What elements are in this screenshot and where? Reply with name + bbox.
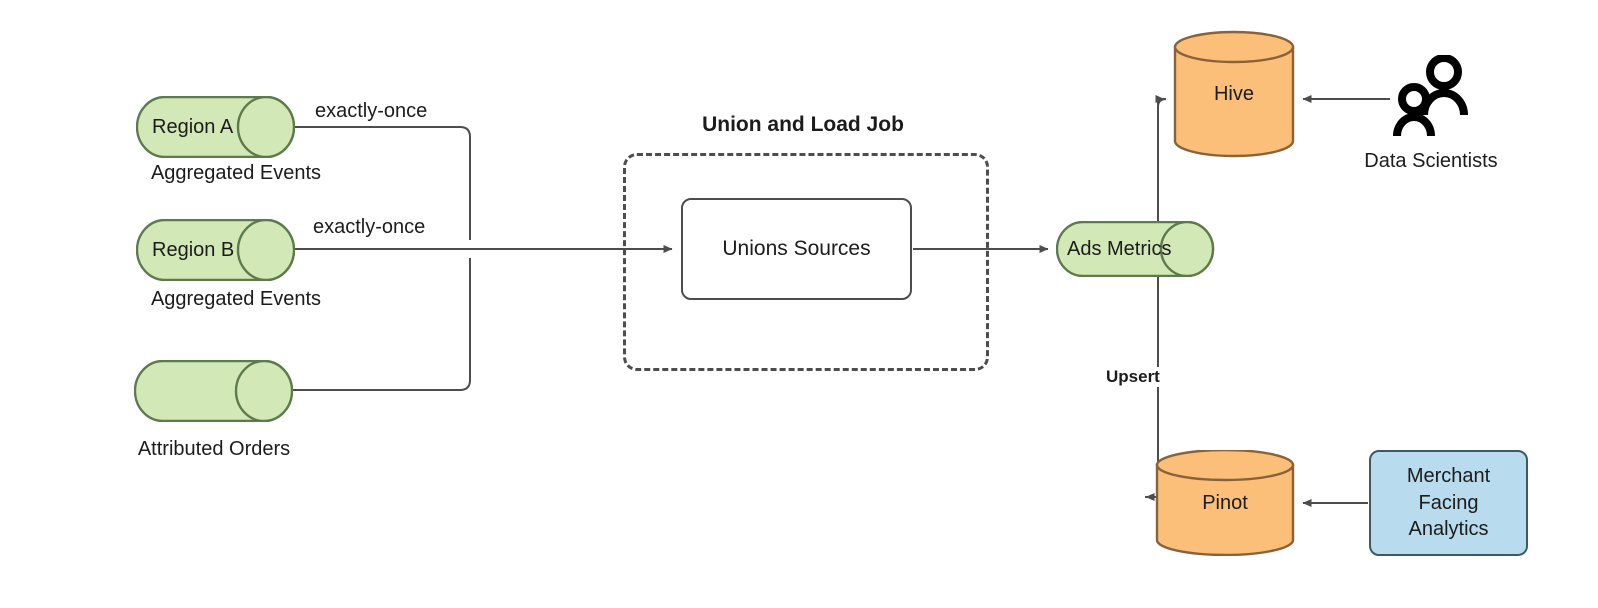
cylinder-vertical-icon xyxy=(1173,30,1295,158)
node-ads-metrics[interactable]: Ads Metrics xyxy=(1056,221,1215,277)
edge-attributed-orders-to-union xyxy=(293,258,471,391)
node-hive[interactable]: Hive xyxy=(1173,30,1295,158)
caption-region-a: Aggregated Events xyxy=(150,162,322,184)
cylinder-horizontal-icon xyxy=(136,219,295,281)
node-attributed-orders[interactable] xyxy=(134,360,293,422)
merchant-line-3: Analytics xyxy=(1408,518,1489,541)
node-region-b[interactable]: Region B xyxy=(136,219,295,281)
edge-ads-metrics-to-hive-head xyxy=(1155,95,1165,110)
cylinder-vertical-icon xyxy=(1155,450,1295,556)
data-scientists-icon xyxy=(1388,55,1474,139)
node-region-a-label: Region A xyxy=(152,115,234,138)
node-merchant-facing-analytics[interactable]: Merchant Facing Analytics xyxy=(1369,450,1528,556)
caption-attributed-orders: Attributed Orders xyxy=(137,438,291,460)
group-title-union-and-load-job: Union and Load Job xyxy=(702,113,904,136)
cylinder-horizontal-icon xyxy=(136,96,295,158)
group-box-union-and-load-job xyxy=(623,153,989,371)
edge-label-upsert: Upsert xyxy=(1103,367,1163,387)
cylinder-horizontal-icon xyxy=(134,360,293,422)
edge-ads-metrics-to-hive xyxy=(1157,98,1167,222)
merchant-line-1: Merchant xyxy=(1406,465,1491,488)
node-region-b-label: Region B xyxy=(152,238,235,261)
node-ads-metrics-label: Ads Metrics xyxy=(1067,237,1172,260)
merchant-facing-analytics-label: Merchant Facing Analytics xyxy=(1407,463,1490,542)
edge-label-exactly-once-a: exactly-once xyxy=(312,100,431,123)
merchant-line-2: Facing xyxy=(1418,491,1479,514)
node-pinot[interactable]: Pinot xyxy=(1155,450,1295,556)
caption-region-b: Aggregated Events xyxy=(150,288,322,310)
node-unions-sources[interactable]: Unions Sources xyxy=(681,198,912,300)
node-hive-label: Hive xyxy=(1213,82,1254,105)
node-region-a[interactable]: Region A xyxy=(136,96,295,158)
caption-data-scientists: Data Scientists xyxy=(1364,150,1498,172)
node-pinot-label: Pinot xyxy=(1202,491,1248,514)
edge-label-exactly-once-b: exactly-once xyxy=(310,216,429,239)
cylinder-horizontal-icon xyxy=(1056,221,1215,277)
